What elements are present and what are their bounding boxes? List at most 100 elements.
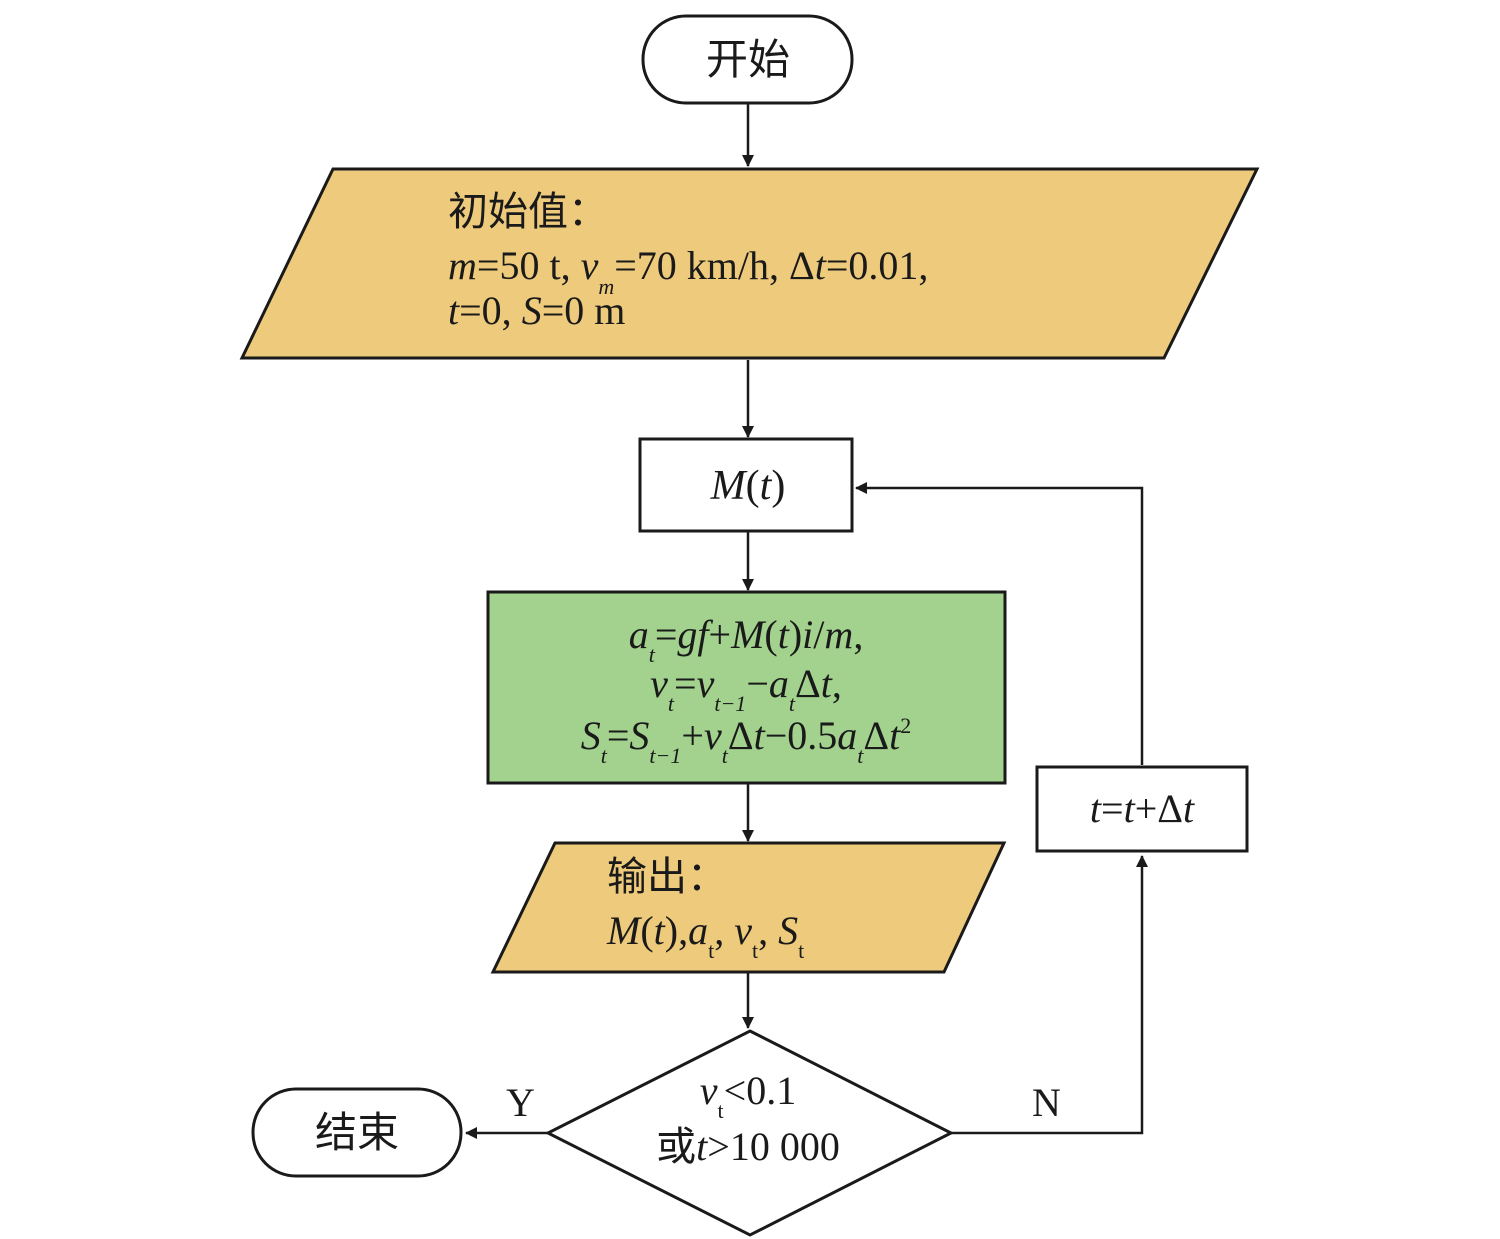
output-box: 输出： M(t),at, vt, St <box>490 841 1007 974</box>
increment-box: t=t+Δt <box>1035 765 1249 853</box>
compute-minus1: − <box>746 661 769 706</box>
compute-t3: t <box>754 713 766 758</box>
moment-t: t <box>760 463 773 509</box>
compute-v3: v <box>704 713 722 758</box>
output-v-sub: t <box>752 938 758 963</box>
compute-v-prev: v <box>697 661 715 706</box>
decision-v-sub: t <box>718 1098 724 1123</box>
compute-a3-sub: t <box>857 743 864 768</box>
output-box-shape <box>490 841 1007 974</box>
output-a: a <box>688 908 708 953</box>
compute-t2: t <box>821 661 833 706</box>
end-label: 结束 <box>315 1111 399 1157</box>
output-comma1: , <box>678 908 688 953</box>
start-terminal-shape <box>641 14 854 105</box>
increment-label: t=t+Δt <box>1090 786 1195 831</box>
compute-acceleration: at=gf+M(t)i/m, <box>629 612 864 667</box>
compute-S: S <box>581 713 601 758</box>
output-open: ( <box>640 908 653 953</box>
init-t-symbol: t <box>448 288 460 333</box>
compute-eq1: = <box>655 612 678 657</box>
compute-a2: a <box>769 661 789 706</box>
compute-i: i <box>802 612 813 657</box>
increment-box-shape <box>1035 765 1249 853</box>
init-line2: t=0, S=0 m <box>448 288 625 333</box>
compute-S-prev-sub: t−1 <box>649 743 681 768</box>
output-S-sub: t <box>798 938 804 963</box>
decision-or: 或 <box>656 1124 696 1169</box>
compute-t1: t <box>778 612 790 657</box>
init-m-symbol: m <box>448 243 477 288</box>
output-title: 输出： <box>607 854 727 899</box>
compute-slash: / <box>813 612 825 657</box>
compute-a3: a <box>837 713 857 758</box>
compute-velocity: vt=vt−1−atΔt, <box>650 661 842 716</box>
increment-t2: t <box>1124 786 1136 831</box>
init-v-subscript: m <box>598 274 614 299</box>
compute-a2-sub: t <box>789 691 796 716</box>
compute-a-sub: t <box>649 642 656 667</box>
output-values: M(t),at, vt, St <box>606 908 804 963</box>
init-v-value: =70 km/h, <box>614 243 789 288</box>
arrow-increment-to-moment <box>855 482 1144 765</box>
compute-m: m <box>824 612 853 657</box>
compute-eq3: = <box>607 713 630 758</box>
compute-v3-sub: t <box>722 743 729 768</box>
increment-t3: t <box>1183 786 1195 831</box>
compute-delta3: Δ <box>863 713 889 758</box>
compute-t4: t <box>889 713 901 758</box>
increment-eq: = <box>1101 786 1124 831</box>
init-line1: m=50 t, vm=70 km/h, Δt=0.01, <box>448 243 928 299</box>
compute-M: M <box>730 612 767 657</box>
compute-comma1: , <box>853 612 863 657</box>
start-label: 开始 <box>706 38 790 84</box>
output-v: v <box>734 908 752 953</box>
compute-squared: 2 <box>900 713 911 738</box>
moment-M: M <box>710 463 748 509</box>
init-delta-symbol: Δ <box>789 243 815 288</box>
compute-delta1: Δ <box>795 661 821 706</box>
decision-threshold2: >10 000 <box>707 1124 840 1169</box>
output-comma3: , <box>758 908 778 953</box>
decision-v: v <box>700 1068 718 1113</box>
compute-S-sub: t <box>601 743 608 768</box>
compute-open: ( <box>764 612 777 657</box>
increment-t1: t <box>1090 786 1102 831</box>
compute-box: at=gf+M(t)i/m, vt=vt−1−atΔt, St=St−1+vtΔ… <box>486 590 1007 785</box>
output-S: S <box>778 908 798 953</box>
start-terminal: 开始 <box>641 14 854 105</box>
compute-eq2: = <box>674 661 697 706</box>
moment-close: ) <box>771 463 785 509</box>
increment-plus: + <box>1135 786 1158 831</box>
init-title: 初始值： <box>448 189 608 234</box>
output-M: M <box>606 908 643 953</box>
compute-box-shape <box>486 590 1007 785</box>
moment-box: M(t) <box>638 437 854 533</box>
compute-g: g <box>677 612 697 657</box>
increment-delta: Δ <box>1157 786 1183 831</box>
moment-label: M(t) <box>710 463 786 509</box>
decision-condition1: vt<0.1 <box>700 1068 796 1123</box>
compute-v: v <box>650 661 668 706</box>
init-values-shape <box>239 167 1260 360</box>
compute-comma2: , <box>832 661 842 706</box>
end-terminal: 结束 <box>251 1087 463 1178</box>
compute-plus1: + <box>709 612 732 657</box>
output-close: ) <box>665 908 678 953</box>
compute-delta2: Δ <box>728 713 754 758</box>
init-dt-value: =0.01, <box>826 243 929 288</box>
connectors <box>465 103 1148 1139</box>
decision-shape <box>544 1029 955 1237</box>
compute-distance: St=St−1+vtΔt−0.5atΔt2 <box>581 713 912 768</box>
output-comma2: , <box>714 908 734 953</box>
compute-plus2: + <box>681 713 704 758</box>
init-t-value: =0, <box>459 288 522 333</box>
end-terminal-shape <box>251 1087 463 1178</box>
decision-threshold1: <0.1 <box>724 1068 797 1113</box>
output-a-sub: t <box>708 938 714 963</box>
init-S-value: =0 m <box>542 288 626 333</box>
init-dt-symbol: t <box>815 243 827 288</box>
compute-v-prev-sub: t−1 <box>714 691 746 716</box>
init-values-box: 初始值： m=50 t, vm=70 km/h, Δt=0.01, t=0, S… <box>239 167 1260 360</box>
